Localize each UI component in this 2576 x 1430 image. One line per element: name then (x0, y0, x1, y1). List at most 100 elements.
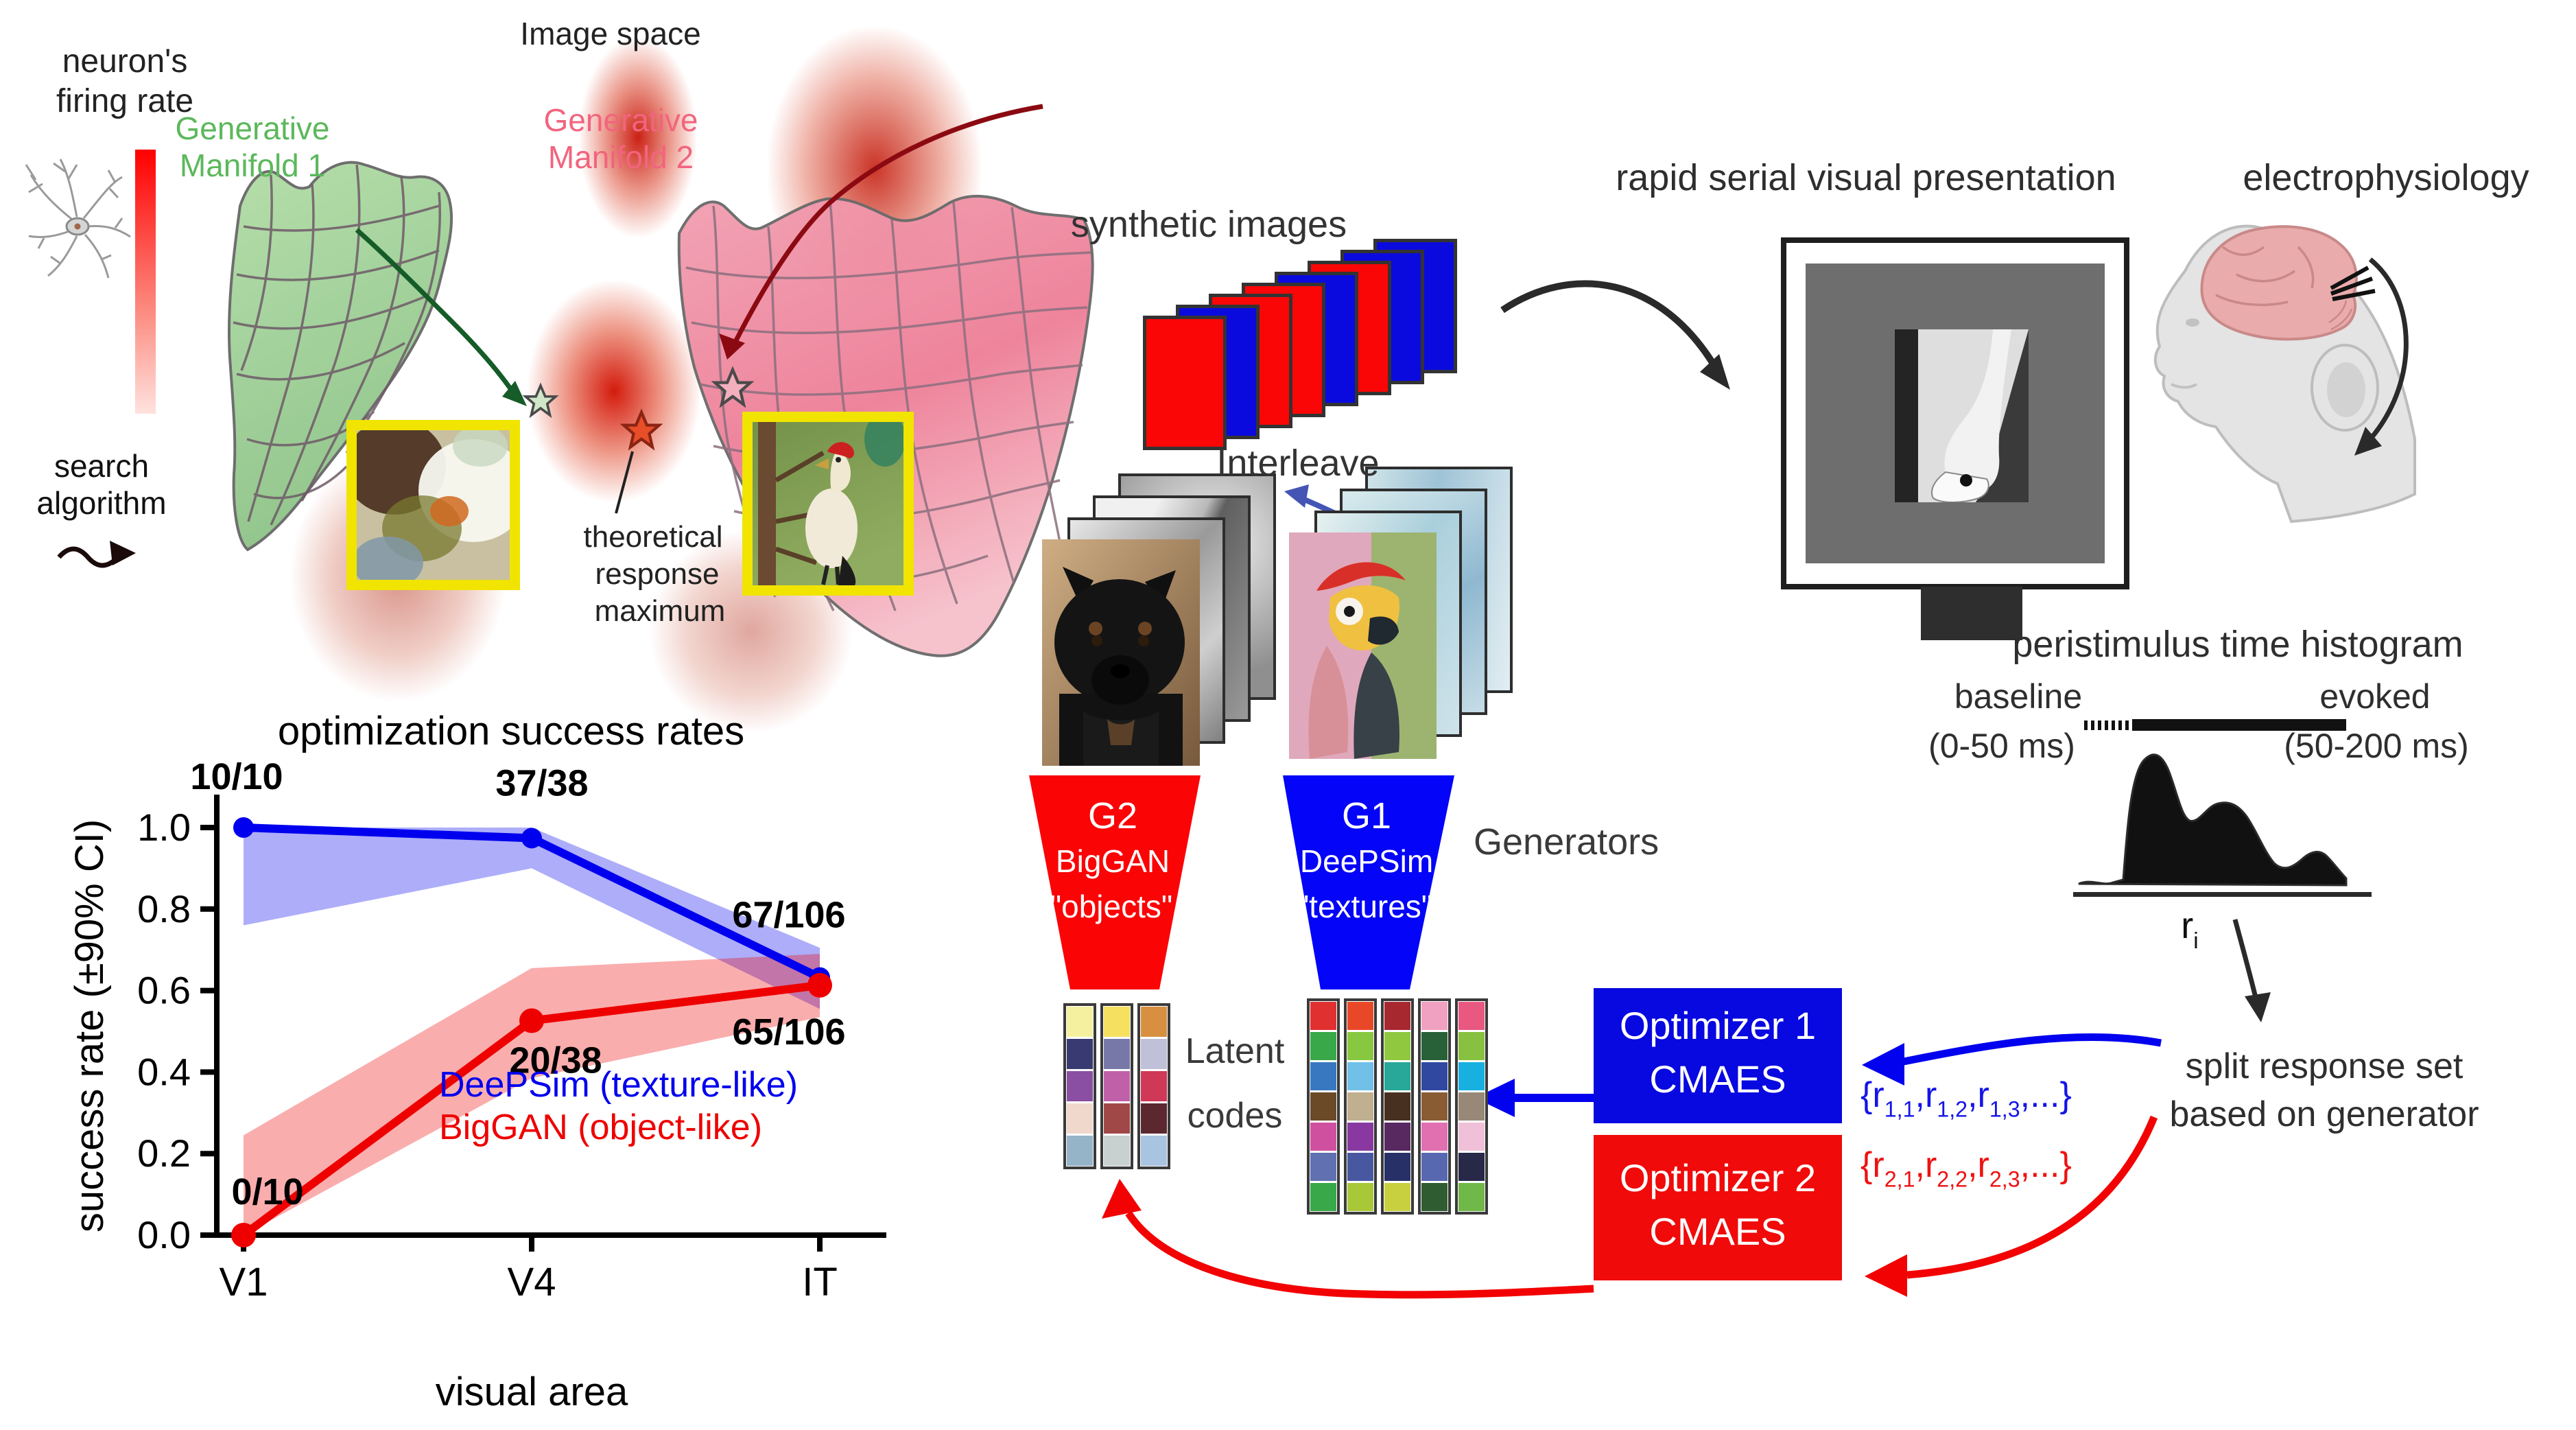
stimulus-timing-bar (2084, 719, 2346, 731)
latent-code-column (1100, 1003, 1133, 1169)
monkey-brain (2200, 225, 2358, 341)
interleave-label: Interleave (1216, 443, 1380, 484)
optimizer2-label-line2: CMAES (1649, 1210, 1786, 1253)
latent-code-cell (1421, 1123, 1447, 1151)
latent-code-cell (1421, 1002, 1447, 1030)
latent-code-cell (1421, 1032, 1447, 1060)
chart-ylabel: success rate (±90% CI) (67, 819, 112, 1232)
point-label: 37/38 (495, 762, 588, 804)
latent-code-cell (1104, 1007, 1130, 1037)
point-label: 67/106 (732, 895, 845, 936)
latent-code-cell (1347, 1032, 1373, 1060)
latent-code-cell (1421, 1183, 1447, 1211)
latent-code-cell (1104, 1136, 1130, 1166)
latent-code-cell (1421, 1092, 1447, 1121)
latent-code-cell (1310, 1032, 1336, 1060)
optimizer2-label-line1: Optimizer 2 (1619, 1156, 1817, 1199)
psth-title: peristimulus time histogram (2012, 624, 2463, 665)
ci-band (244, 954, 820, 1235)
split-label-line1: split response set (2185, 1046, 2463, 1086)
latent-code-column (1418, 998, 1451, 1215)
arrowhead (502, 381, 527, 406)
neuron-label-line1: neuron's (62, 43, 188, 80)
psth-plot (2073, 719, 2372, 897)
data-point (231, 1223, 256, 1247)
found-optimum-star-2 (711, 366, 755, 408)
image-space-label: Image space (520, 16, 701, 51)
electrophysiology-label: electrophysiology (2243, 157, 2529, 198)
manifold1-label-line2: Manifold 1 (179, 148, 326, 183)
search-label-line2: algorithm (36, 485, 167, 521)
point-label: 65/106 (732, 1011, 845, 1053)
generative-manifold-1 (227, 161, 527, 552)
latent-code-column (1307, 998, 1340, 1215)
g2-type: "objects" (1050, 889, 1173, 924)
manifold1-label-line1: Generative (175, 110, 330, 146)
latent-code-cell (1104, 1103, 1130, 1134)
latent-code-cell (1067, 1071, 1093, 1101)
optimizer1-response-set: {r1,1,r1,2,r1,3,...} (1860, 1075, 2072, 1122)
response-symbol: ri (2181, 905, 2199, 954)
monkey-head (2153, 224, 2416, 524)
data-point (521, 828, 542, 849)
x-tick-label: V1 (220, 1260, 268, 1304)
latent-codes-label-line2: codes (1187, 1096, 1283, 1136)
latent-code-cell (1310, 1062, 1336, 1090)
latent-code-column (1137, 1003, 1170, 1169)
arrowhead (719, 333, 745, 360)
g1-name: DeePSim (1299, 843, 1434, 879)
synthetic-image-stack (1143, 239, 1465, 458)
latent-code-cell (1347, 1002, 1373, 1030)
generator-g1-funnel (1283, 775, 1454, 989)
latent-code-cell (1384, 1183, 1410, 1211)
latent-code-cell (1067, 1039, 1093, 1069)
ri-to-split-arrow (2232, 919, 2271, 1022)
synthetic-image-card (1143, 316, 1227, 450)
split-label-line2: based on generator (2169, 1094, 2479, 1134)
latent-code-cell (1458, 1002, 1485, 1030)
dog-photo (1042, 539, 1200, 766)
latent-code-cell (1067, 1136, 1093, 1166)
latent-code-cell (1310, 1092, 1336, 1121)
g1-type: "textures" (1297, 889, 1433, 924)
latent-code-cell (1141, 1039, 1167, 1069)
search-arrow (57, 541, 136, 568)
point-label: 10/10 (190, 756, 283, 797)
g1-label: G1 (1341, 795, 1392, 836)
g2-label: G2 (1087, 795, 1138, 836)
generators-label: Generators (1474, 821, 1659, 863)
synthetic-images-label: synthetic images (1070, 204, 1347, 245)
x-tick-label: V4 (508, 1260, 556, 1304)
chart-xlabel: visual area (436, 1370, 628, 1414)
images-to-monitor-arrow (1500, 280, 1730, 390)
g2-name: BigGAN (1055, 843, 1170, 879)
latent-code-cell (1141, 1007, 1167, 1037)
point-label: 0/10 (231, 1171, 303, 1212)
latent-code-cell (1104, 1071, 1130, 1101)
latent-code-cell (1384, 1002, 1410, 1030)
latent-code-cell (1104, 1039, 1130, 1069)
optimizer2-box (1594, 1135, 1842, 1280)
latent-code-cell (1141, 1071, 1167, 1101)
y-tick-label: 1.0 (137, 806, 191, 849)
latent-code-cell (1421, 1153, 1447, 1181)
latent-code-cell (1310, 1183, 1336, 1211)
generator-g2-funnel (1029, 775, 1201, 989)
latent-code-cell (1067, 1007, 1093, 1037)
latent-code-cell (1458, 1092, 1485, 1121)
chart-title: optimization success rates (278, 709, 744, 753)
electrode-icon (2330, 266, 2376, 301)
legend-entry: BigGAN (object-like) (439, 1107, 762, 1147)
theoretical-maximum-star (619, 408, 663, 451)
latent-code-cell (1347, 1092, 1373, 1121)
optimizer1-label-line1: Optimizer 1 (1619, 1004, 1817, 1047)
optimizer1-box (1594, 988, 1842, 1123)
y-tick-label: 0.6 (137, 969, 191, 1012)
manifold2-label-line2: Manifold 2 (547, 139, 694, 175)
latent-code-cell (1384, 1123, 1410, 1151)
optimizer2-to-codes-arrow (1102, 1179, 1594, 1299)
firing-rate-colorbar (135, 150, 156, 414)
latent-code-cell (1384, 1062, 1410, 1090)
latent-code-column (1344, 998, 1377, 1215)
